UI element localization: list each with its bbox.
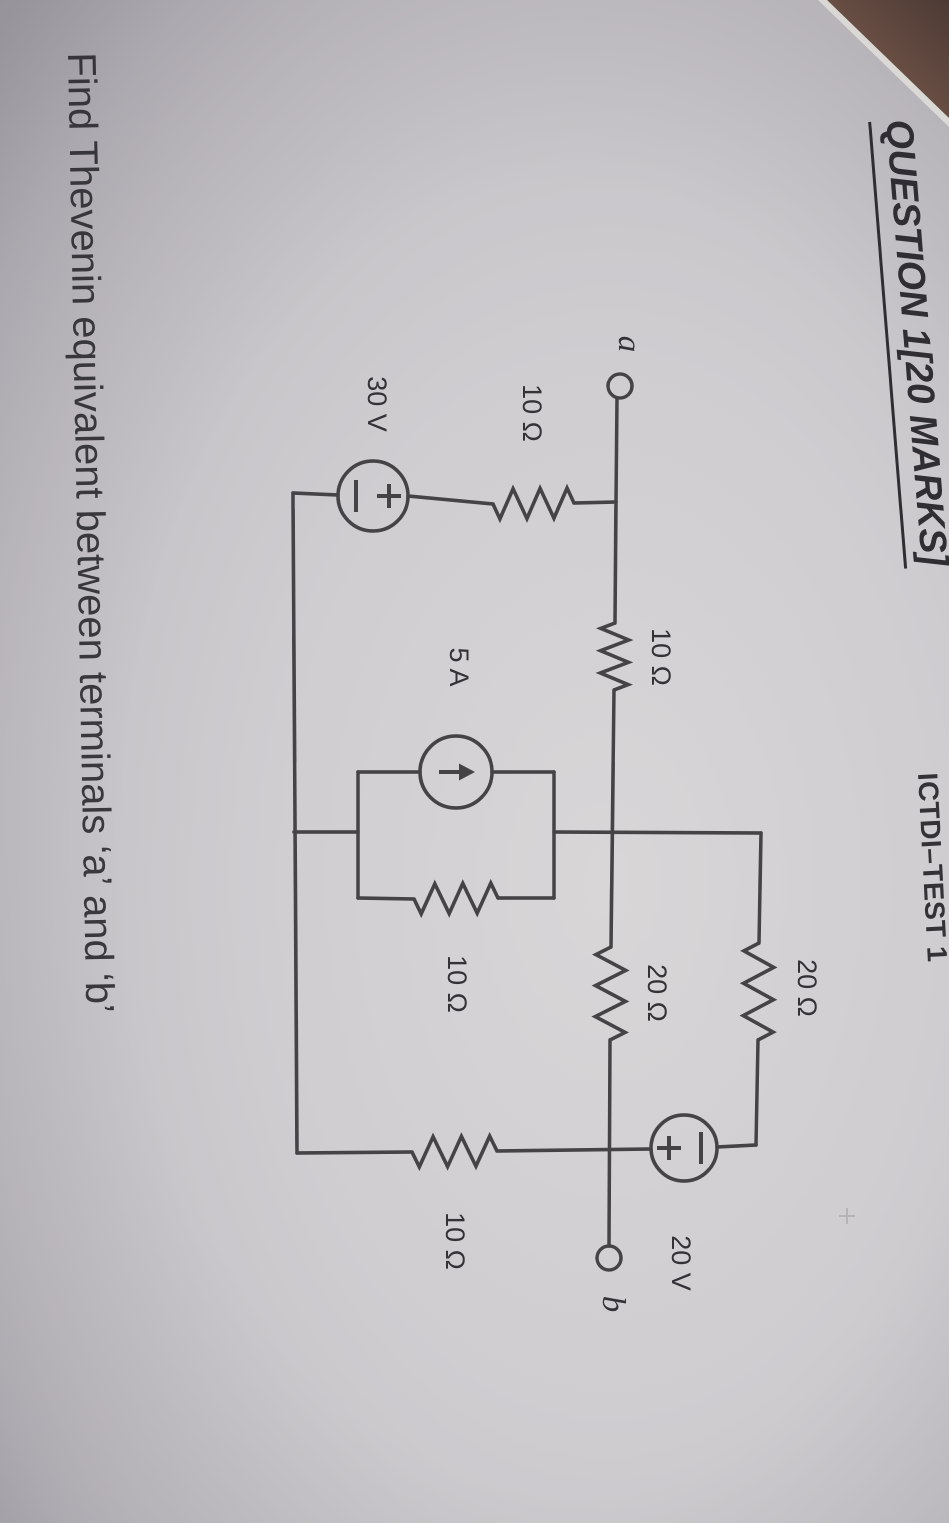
wire [614,396,619,504]
arrow-up-icon [459,763,475,781]
source-label: 20 V [666,1235,696,1291]
current-source-5-a [418,734,494,810]
wire [295,1150,414,1155]
source-label: 5 A [444,647,474,686]
resistor-label: 10 Ω [440,1212,470,1270]
wire [754,1038,760,1147]
resistor-20-ohm [739,941,778,1042]
resistor-label: 20 Ω [792,959,822,1017]
wire [291,491,299,1155]
wire [757,831,763,945]
resistor-label: 10 Ω [646,628,676,686]
voltage-source-30-v [336,459,410,533]
wire [406,494,495,506]
wire [356,896,416,901]
resistor-10-ohm [412,878,500,919]
wire [552,830,763,835]
wire [572,500,618,505]
terminal-b [595,1244,623,1272]
terminal-b-label: b [595,1296,631,1313]
resistor-label: 10 Ω [442,955,472,1013]
wire [607,1038,612,1248]
resistor-label: 20 Ω [642,964,672,1022]
wire [609,688,616,949]
terminal-a [606,372,634,400]
voltage-source-20-v [649,1113,719,1183]
source-label: 30 V [362,376,392,432]
voltage-source-circle [649,1113,719,1183]
resistor-20-ohm [591,945,630,1042]
wire [495,1147,653,1153]
wire [291,491,340,497]
resistor-10-ohm [595,621,634,692]
resistor-10-ohm [491,483,576,524]
wire [715,1143,758,1149]
current-source-circle [418,734,494,810]
resistor-10-ohm [410,1131,499,1172]
resistor-label: 10 Ω [517,384,547,442]
voltage-source-circle [336,459,410,533]
pen-smudge [839,1208,855,1224]
wire [613,500,618,625]
terminal-a-label: a [611,336,647,353]
